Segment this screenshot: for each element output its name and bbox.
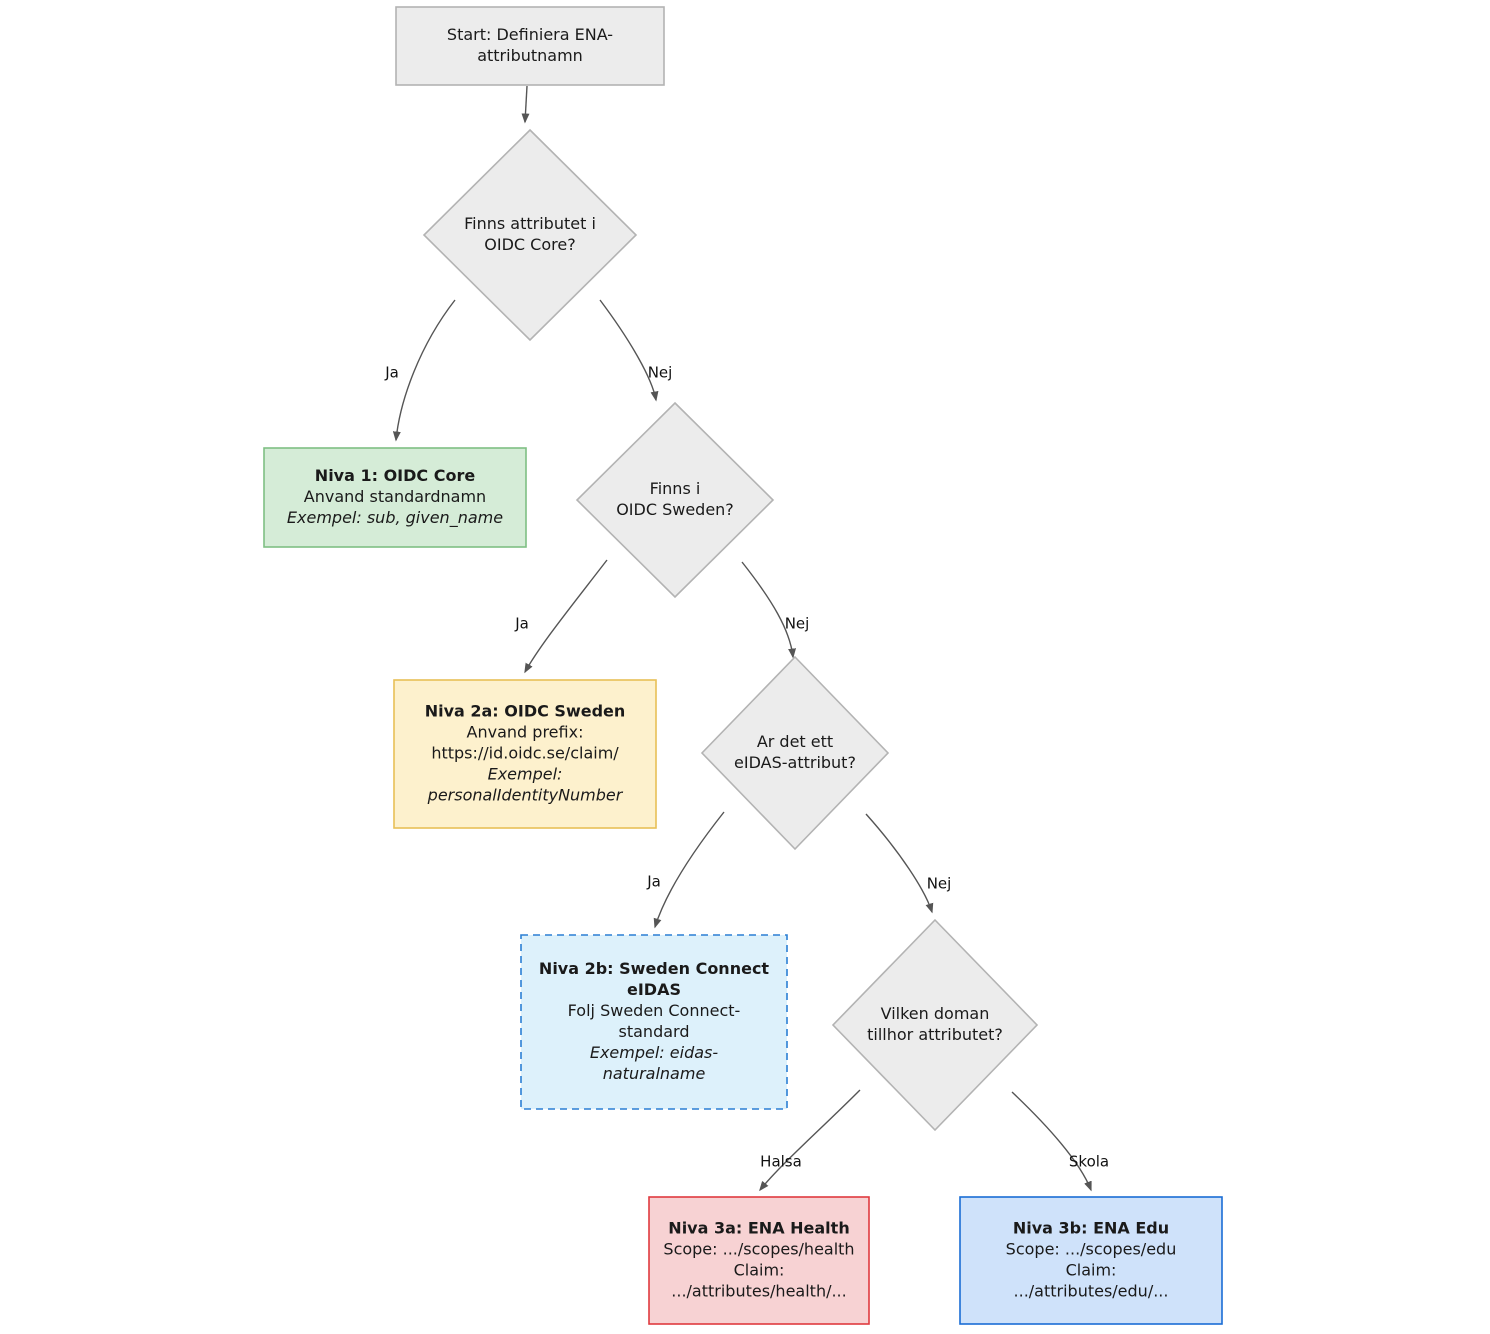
node-d4-line-0: Vilken doman: [881, 1004, 990, 1023]
node-shape-n1: [263, 447, 527, 548]
edge-d4-to-n3a: [759, 1089, 861, 1192]
node-start[interactable]: Start: Definiera ENA-attributnamn: [395, 6, 665, 86]
node-d2[interactable]: Finns i OIDC Sweden?: [575, 401, 775, 599]
node-n2a-line-3: Exempel:: [488, 765, 563, 784]
edge-d2-to-d3: [741, 561, 797, 659]
edge-label-d2-to-d3: Nej: [785, 615, 810, 633]
node-shape-n3a: [648, 1196, 870, 1325]
edge-label-d4-to-n3b: Skola: [1069, 1153, 1109, 1171]
node-d1-line-0: Finns attributet i: [464, 214, 596, 233]
node-n3a-line-2: Claim:: [734, 1261, 785, 1280]
node-shape-d2: [575, 401, 775, 599]
node-d1-line-1: OIDC Core?: [484, 235, 575, 254]
edge-d1-to-d2: [599, 299, 659, 402]
edge-d3-to-n2b: [653, 811, 725, 929]
edges-layer: [392, 85, 1092, 1192]
node-d2-line-0: Finns i: [650, 479, 701, 498]
node-shape-n2b: [520, 934, 788, 1110]
node-n2b-line-5: naturalname: [603, 1064, 706, 1083]
node-n3b-line-2: Claim:: [1066, 1261, 1117, 1280]
node-n2a-line-0: Niva 2a: OIDC Sweden: [425, 702, 626, 721]
edge-label-d2-to-n2a: Ja: [514, 615, 529, 633]
edge-label-d1-to-n1: Ja: [384, 364, 399, 382]
edge-d2-to-n2a: [524, 559, 608, 674]
node-d3-line-0: Ar det ett: [757, 732, 833, 751]
node-d2-line-1: OIDC Sweden?: [616, 500, 734, 519]
edge-label-d3-to-d4: Nej: [927, 875, 952, 893]
edge-d3-to-d4: [865, 813, 934, 914]
edge-label-d1-to-d2: Nej: [648, 364, 673, 382]
node-n1-line-1: Anvand standardnamn: [304, 487, 486, 506]
node-start-line-1: attributnamn: [477, 46, 583, 65]
node-n2b-line-4: Exempel: eidas-: [590, 1043, 719, 1062]
node-start-line-0: Start: Definiera ENA-: [447, 25, 613, 44]
node-n3b-line-0: Niva 3b: ENA Edu: [1013, 1219, 1169, 1238]
node-n1-line-2: Exempel: sub, given_name: [287, 508, 503, 528]
node-shape-d3: [700, 655, 890, 851]
node-n2a-line-1: Anvand prefix:: [467, 723, 584, 742]
node-n2b[interactable]: Niva 2b: Sweden Connect eIDAS Folj Sweden …: [520, 934, 788, 1110]
node-n2a-line-2: https://id.oidc.se/claim/: [431, 744, 619, 763]
edge-label-d3-to-n2b: Ja: [646, 873, 661, 891]
node-n3b-line-1: Scope: .../scopes/edu: [1006, 1240, 1177, 1259]
node-shape-d1: [422, 128, 638, 342]
node-d3-line-1: eIDAS-attribut?: [734, 753, 856, 772]
node-n3a-line-1: Scope: .../scopes/health: [663, 1240, 854, 1259]
node-shape-n3b: [959, 1196, 1223, 1325]
node-shape-n2a: [393, 679, 657, 829]
edge-start-to-d1: [521, 85, 530, 124]
edge-label-d4-to-n3a: Halsa: [760, 1153, 802, 1171]
edge-d4-to-n3b: [1011, 1091, 1092, 1192]
node-n2b-line-3: standard: [619, 1022, 690, 1041]
node-n3a-line-0: Niva 3a: ENA Health: [668, 1219, 849, 1238]
node-shape-d4: [831, 918, 1039, 1132]
node-n3b-line-3: .../attributes/edu/...: [1014, 1282, 1169, 1301]
node-n1-line-0: Niva 1: OIDC Core: [315, 466, 476, 485]
node-d4-line-1: tillhor attributet?: [867, 1025, 1003, 1044]
node-shape-start: [395, 6, 665, 86]
node-d4[interactable]: Vilken doman tillhor attributet?: [831, 918, 1039, 1132]
edge-d1-to-n1: [392, 299, 456, 442]
node-n2b-line-0: Niva 2b: Sweden Connect: [539, 959, 770, 978]
node-n2b-line-1: eIDAS: [627, 980, 681, 999]
node-d1[interactable]: Finns attributet i OIDC Core?: [422, 128, 638, 342]
node-n3a-line-3: .../attributes/health/...: [671, 1282, 846, 1301]
node-n2b-line-2: Folj Sweden Connect-: [568, 1001, 741, 1020]
node-n2a-line-4: personalIdentityNumber: [427, 786, 624, 805]
node-d3[interactable]: Ar det ett eIDAS-attribut?: [700, 655, 890, 851]
